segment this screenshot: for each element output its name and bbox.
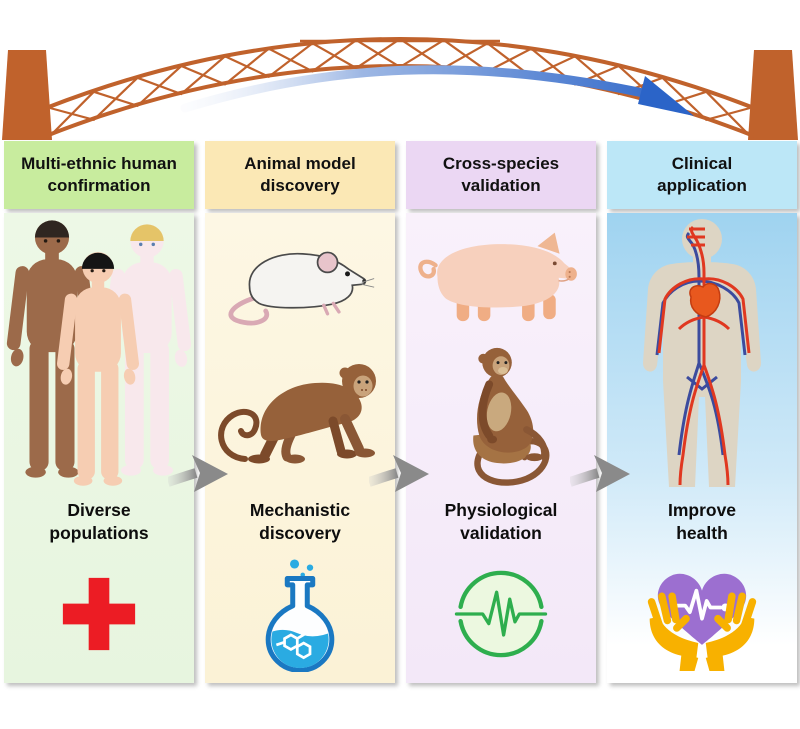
bridge-pillar-right xyxy=(748,50,798,140)
sitting-monkey-icon xyxy=(473,347,550,486)
diverse-humans-illustration xyxy=(4,213,194,491)
panel4-label: Improve health xyxy=(668,499,736,545)
heart-pulse-line xyxy=(672,588,723,621)
blue-flow-arrow-head xyxy=(638,76,694,116)
arrow-shaft xyxy=(570,468,600,487)
panel4-header-line2: application xyxy=(657,176,747,195)
arrow-shaft xyxy=(168,468,198,487)
panel-cross-species-validation: Cross-species validation xyxy=(406,141,596,683)
ecg-pulse-circle-icon xyxy=(454,570,548,658)
laboratory-mouse-icon xyxy=(228,251,375,326)
arrow-head xyxy=(594,455,630,492)
truss-arch-bridge-icon xyxy=(2,37,798,140)
flow-arrow-1 xyxy=(168,455,228,492)
bridge-illustration xyxy=(0,0,800,142)
heart-in-hands-icon xyxy=(647,573,757,672)
dark-hair xyxy=(34,220,70,238)
mouse-eye xyxy=(345,271,350,277)
panel4-body: Improve health xyxy=(607,213,797,683)
medium-skinned-person-icon xyxy=(56,252,140,486)
arrow-head xyxy=(393,455,429,492)
panel2-body: Mechanistic discovery xyxy=(205,213,395,683)
pig-eye xyxy=(552,261,557,266)
molecule-structure xyxy=(275,632,312,660)
left-hand xyxy=(647,592,699,672)
bridge-pillar-left xyxy=(2,50,52,140)
circulatory-system-illustration xyxy=(607,213,797,491)
panel2-icon-area xyxy=(250,545,350,683)
panel3-header: Cross-species validation xyxy=(406,141,596,209)
panel3-header-line2: validation xyxy=(461,176,541,195)
monkey-face xyxy=(353,375,373,397)
monkey-body xyxy=(260,382,362,441)
panel3-icon-area xyxy=(453,545,549,683)
monkey-arm xyxy=(478,380,494,440)
panel3-label-line1: Physiological xyxy=(444,500,558,520)
panel1-label-line1: Diverse xyxy=(67,500,131,520)
arrow-shaft xyxy=(369,468,399,487)
blond-hair xyxy=(130,224,164,241)
panel3-label: Physiological validation xyxy=(445,499,558,545)
panel1-header-line2: confirmation xyxy=(47,176,151,195)
blue-flow-arrow-shaft xyxy=(180,65,653,113)
black-hair xyxy=(81,252,115,269)
human-circulatory-system-icon xyxy=(643,219,761,487)
mouse-body xyxy=(248,252,367,309)
right-hand xyxy=(705,592,757,672)
panel1-label: Diverse populations xyxy=(49,499,148,545)
pig-tail xyxy=(418,259,438,279)
panel1-body: Diverse populations xyxy=(4,213,194,683)
panel3-header-line1: Cross-species xyxy=(442,153,560,173)
panel3-body: Physiological validation xyxy=(406,213,596,683)
panel3-label-line2: validation xyxy=(460,523,542,544)
panel-multi-ethnic-human-confirmation: Multi-ethnic human confirmation xyxy=(4,141,194,683)
circle-bottom-arc xyxy=(458,619,544,658)
heart-organ xyxy=(689,282,721,318)
pig-snout xyxy=(565,267,577,281)
monkey-tail xyxy=(218,408,260,462)
crouching-monkey-icon xyxy=(218,364,376,464)
panel2-label-line2: discovery xyxy=(259,523,341,544)
panel2-header-line2: discovery xyxy=(260,176,340,195)
panel1-icon-area xyxy=(56,545,142,683)
mouse-whiskers xyxy=(361,278,375,288)
chemistry-flask-icon xyxy=(265,559,335,673)
flow-arrow-3 xyxy=(570,455,630,492)
monkey-chest xyxy=(486,392,512,432)
panel-clinical-application: Clinical application xyxy=(607,141,797,683)
panel4-header: Clinical application xyxy=(607,141,797,209)
pig-ear xyxy=(537,232,560,254)
panel4-label-line1: Improve xyxy=(667,500,737,520)
panel2-label: Mechanistic discovery xyxy=(250,499,350,545)
pig-icon xyxy=(418,232,577,322)
mouse-and-monkey-illustration xyxy=(205,213,395,491)
panel1-header-line1: Multi-ethnic human xyxy=(21,153,177,173)
panel2-label-line1: Mechanistic xyxy=(249,500,351,520)
mouse-ear xyxy=(316,251,339,274)
panel4-icon-area xyxy=(640,545,764,683)
bridge-top-chord xyxy=(45,37,755,110)
red-cross-icon xyxy=(62,577,136,651)
pig-body xyxy=(437,244,576,308)
panel-animal-model-discovery: Animal model discovery xyxy=(205,141,395,683)
panel4-label-line2: health xyxy=(676,523,728,544)
panel1-header: Multi-ethnic human confirmation xyxy=(4,141,194,209)
panel1-label-line2: populations xyxy=(49,523,149,544)
veins xyxy=(655,231,747,456)
mouse-paws xyxy=(322,301,341,316)
circle-top-arc xyxy=(458,570,544,610)
pig-and-monkey-illustration xyxy=(406,213,596,491)
pulse-waveform xyxy=(454,590,548,637)
flow-arrow-2 xyxy=(369,455,429,492)
panel2-header: Animal model discovery xyxy=(205,141,395,209)
arrow-head xyxy=(192,455,228,492)
panel4-header-line1: Clinical xyxy=(671,153,733,173)
panel2-header-line1: Animal model xyxy=(244,153,356,173)
mouse-tail xyxy=(228,295,270,326)
